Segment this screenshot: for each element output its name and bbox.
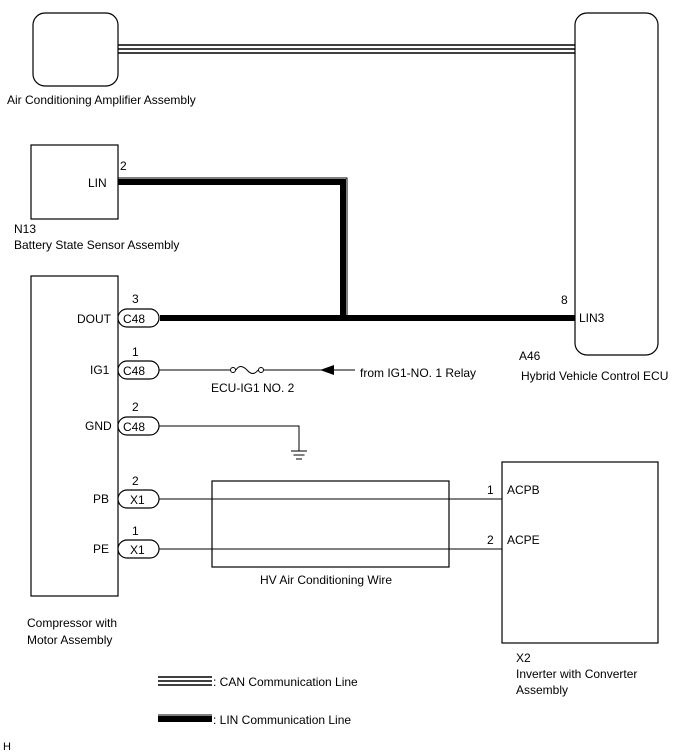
connector-x1-pe-label: X1 [130, 543, 145, 557]
compressor-box [30, 275, 119, 597]
connector-c48-ig1-label: C48 [123, 364, 145, 378]
inverter-code: X2 [516, 651, 531, 665]
hv-ecu-pin: 8 [561, 293, 568, 307]
lin-line-core [118, 177, 575, 320]
corner-mark: H [3, 741, 11, 753]
inverter-pin-1: 1 [487, 483, 494, 497]
terminal-ig1-pin: 1 [132, 345, 139, 359]
inverter-terminal-acpb: ACPB [507, 483, 540, 497]
terminal-pe: PE 1 X1 [93, 524, 160, 559]
relay-label: from IG1-NO. 1 Relay [360, 366, 476, 380]
hv-ecu-terminal: LIN3 [579, 311, 605, 325]
hv-ecu-code: A46 [519, 349, 541, 363]
inverter-label-1: Inverter with Converter [516, 667, 637, 681]
hv-ac-wire-box [211, 480, 450, 568]
terminal-dout: DOUT 3 C48 [77, 292, 160, 328]
ground-wire [159, 425, 307, 460]
inverter-pin-2: 2 [487, 533, 494, 547]
terminal-ig1: IG1 1 C48 [90, 345, 160, 380]
hv-ecu-box [574, 12, 659, 356]
connector-c48-dout [117, 308, 160, 328]
terminal-gnd-name: GND [85, 419, 112, 433]
connector-x1-pb-label: X1 [130, 493, 145, 507]
connector-c48-dout-label: C48 [123, 312, 145, 326]
terminal-gnd: GND 2 C48 [85, 400, 160, 436]
legend-lin-label: : LIN Communication Line [213, 713, 351, 727]
inverter-box [501, 461, 659, 644]
connector-c48-gnd-label: C48 [123, 420, 145, 434]
hv-ac-wire-label: HV Air Conditioning Wire [260, 573, 392, 587]
can-line [118, 44, 575, 54]
legend-lin-line [158, 714, 212, 722]
hv-ecu-label: Hybrid Vehicle Control ECU [521, 369, 668, 383]
terminal-gnd-pin: 2 [132, 400, 139, 414]
inverter-label-2: Assembly [516, 683, 568, 697]
ac-amplifier-label: Air Conditioning Amplifier Assembly [7, 93, 196, 107]
compressor-label-1: Compressor with [27, 616, 117, 630]
ac-amplifier-box [32, 12, 119, 87]
terminal-pb-pin: 2 [132, 474, 139, 488]
legend-can-label: : CAN Communication Line [213, 675, 358, 689]
terminal-pe-pin: 1 [132, 524, 139, 538]
terminal-dout-name: DOUT [77, 312, 112, 326]
battery-sensor-label: Battery State Sensor Assembly [14, 238, 179, 252]
fuse-label: ECU-IG1 NO. 2 [211, 381, 295, 395]
terminal-pb-name: PB [93, 492, 109, 506]
inverter-terminal-acpe: ACPE [507, 533, 540, 547]
compressor-label-2: Motor Assembly [27, 633, 112, 647]
legend-can-line [158, 676, 212, 686]
ig1-wire [159, 365, 355, 375]
battery-sensor-pin: 2 [120, 159, 127, 173]
battery-sensor-code: N13 [14, 222, 36, 236]
battery-sensor-terminal: LIN [88, 176, 107, 190]
terminal-ig1-name: IG1 [90, 363, 110, 377]
terminal-pe-name: PE [93, 542, 109, 556]
terminal-dout-pin: 3 [132, 292, 139, 306]
battery-sensor-box [30, 144, 119, 220]
